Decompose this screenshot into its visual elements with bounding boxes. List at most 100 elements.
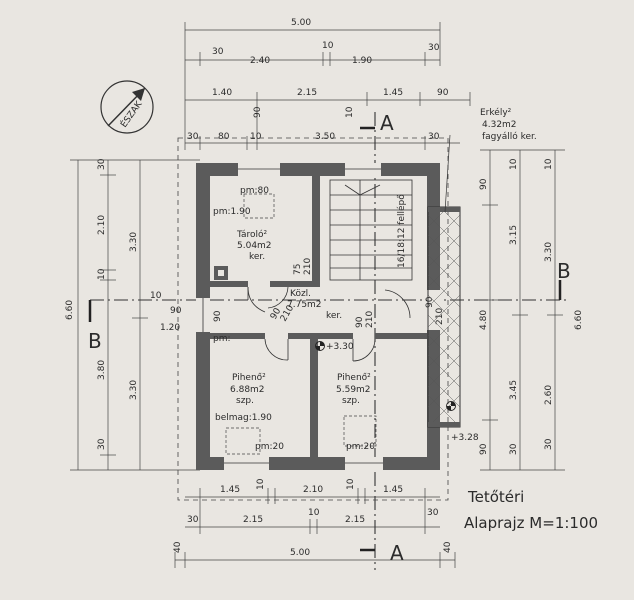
rest1-area: 6.88m2 xyxy=(230,385,265,395)
section-markers xyxy=(88,126,562,552)
dim-top-r4-e: 30 xyxy=(428,132,440,142)
staircase xyxy=(329,179,413,281)
rest1-floor: szp. xyxy=(236,396,254,406)
dim-right-a3: 3.45 xyxy=(509,380,519,400)
bottom-dimensions xyxy=(174,488,456,568)
top-dimensions xyxy=(184,22,471,150)
dim-left-b1: 3.30 xyxy=(129,380,139,400)
dim-right-misc-2: 30 xyxy=(509,443,519,455)
section-b-right: B xyxy=(557,259,571,283)
section-b-left: B xyxy=(88,329,102,353)
dim-bottom-r1-c: 2.10 xyxy=(303,485,323,495)
hall-name: Közl. xyxy=(290,289,311,299)
roof-outline xyxy=(177,137,449,501)
dim-bottom-end-left: 40 xyxy=(173,541,183,553)
stairs-label: 16/18:12 fellépő xyxy=(396,194,407,268)
level-mark-2: +3.28 xyxy=(451,433,479,443)
dim-right-b2: 30 xyxy=(544,438,554,450)
chimney xyxy=(218,270,224,276)
dim-top-r4-a: 30 xyxy=(187,132,199,142)
dim-right-outer: 6.60 xyxy=(574,310,584,330)
dim-top-r3-a: 1.40 xyxy=(212,88,232,98)
right-dimensions xyxy=(480,149,565,471)
door-label-5: 210 xyxy=(365,311,375,328)
dim-left-misc-1: 1.20 xyxy=(160,323,180,333)
dim-right-b0: 3.30 xyxy=(544,242,554,262)
balcony xyxy=(427,206,461,428)
rest2-floor: szp. xyxy=(342,396,360,406)
title-line-2: Alaprajz M=1:100 xyxy=(464,514,598,532)
balcony-leader xyxy=(444,134,451,213)
dim-right-a2: 4.80 xyxy=(479,310,489,330)
dim-top-r4-d: 3.50 xyxy=(315,132,335,142)
door-label-7: 90 xyxy=(425,296,435,308)
rest1-belmag: belmag:1.90 xyxy=(215,413,272,423)
door-label-1: 210 xyxy=(303,258,313,275)
pm-label: pm: xyxy=(213,334,231,344)
dim-top-r4-c: 10 xyxy=(250,132,262,142)
dim-left-misc-0: 10 xyxy=(150,291,162,301)
dim-top-r2-c: 10 xyxy=(322,41,334,51)
dim-bottom-r2-e: 30 xyxy=(427,508,439,518)
dim-top-r3-d: 90 xyxy=(437,88,449,98)
rest2-area: 5.59m2 xyxy=(336,385,371,395)
door-label-8: 210 xyxy=(435,308,445,325)
dim-top-r2-d: 1.90 xyxy=(352,56,372,66)
door-label-0: 75 xyxy=(293,264,303,275)
dim-top-r2-e: 30 xyxy=(428,43,440,53)
dim-bottom-end-right: 40 xyxy=(443,541,453,553)
storage-area: 5.04m2 xyxy=(237,241,272,251)
dim-bottom-r2-a: 30 xyxy=(187,515,199,525)
doors xyxy=(247,286,411,362)
hall-floor: ker. xyxy=(326,311,342,321)
storage-pm2: pm:1.90 xyxy=(213,207,251,217)
door-label-4: 90 xyxy=(355,316,365,328)
section-a-top: A xyxy=(380,111,394,135)
door-label-6: 90 xyxy=(213,310,223,322)
balcony-area: 4.32m2 xyxy=(482,120,517,130)
rest1-pm: pm:20 xyxy=(255,442,284,452)
storage-floor: ker. xyxy=(249,252,265,262)
dim-left-a1: 2.10 xyxy=(97,215,107,235)
wall-openings xyxy=(196,163,440,470)
rest2-name: Pihenő² xyxy=(337,373,371,383)
storage-pm: pm:80 xyxy=(240,186,269,196)
dim-bottom-r2-c: 10 xyxy=(308,508,320,518)
dim-bottom-r1-b: 10 xyxy=(256,478,266,490)
title-line-1: Tetőtéri xyxy=(467,488,524,506)
dim-bottom-r2-d: 2.15 xyxy=(345,515,365,525)
dim-top-small-90: 90 xyxy=(253,106,263,118)
dim-right-misc-1: 10 xyxy=(544,158,554,170)
dim-right-misc-0: 10 xyxy=(509,158,519,170)
dim-bottom-r1-d: 10 xyxy=(346,478,356,490)
level-marker-icon xyxy=(315,341,456,411)
dim-left-outer: 6.60 xyxy=(65,300,75,320)
dim-top-small-10: 10 xyxy=(345,106,355,118)
dim-bottom-r2-b: 2.15 xyxy=(243,515,263,525)
dim-left-misc-2: 90 xyxy=(170,306,182,316)
dim-left-a2: 10 xyxy=(97,268,107,280)
dim-top-r3-b: 2.15 xyxy=(297,88,317,98)
dim-bottom-overall: 5.00 xyxy=(290,548,310,558)
dim-left-a3: 3.80 xyxy=(97,360,107,380)
balcony-floor: fagyálló ker. xyxy=(482,131,537,142)
section-a-bottom: A xyxy=(390,541,404,565)
dim-top-r4-b: 80 xyxy=(218,132,230,142)
dim-bottom-r1-e: 1.45 xyxy=(383,485,403,495)
dim-right-a1: 3.15 xyxy=(509,225,519,245)
dim-left-a0: 30 xyxy=(97,158,107,170)
hall-area: 7.75m2 xyxy=(287,300,322,310)
dim-top-r2-b: 2.40 xyxy=(250,56,270,66)
dim-right-a4: 90 xyxy=(479,443,489,455)
dim-top-r2-a: 30 xyxy=(212,47,224,57)
rest1-name: Pihenő² xyxy=(232,373,266,383)
roof-windows xyxy=(225,193,377,455)
dim-top-r3-c: 1.45 xyxy=(383,88,403,98)
dim-bottom-r1-a: 1.45 xyxy=(220,485,240,495)
dim-left-b0: 3.30 xyxy=(129,232,139,252)
storage-name: Tároló² xyxy=(236,229,268,240)
balcony-name: Erkély² xyxy=(480,107,512,118)
dim-top-overall: 5.00 xyxy=(291,18,311,28)
level-mark: +3.30 xyxy=(326,342,354,352)
